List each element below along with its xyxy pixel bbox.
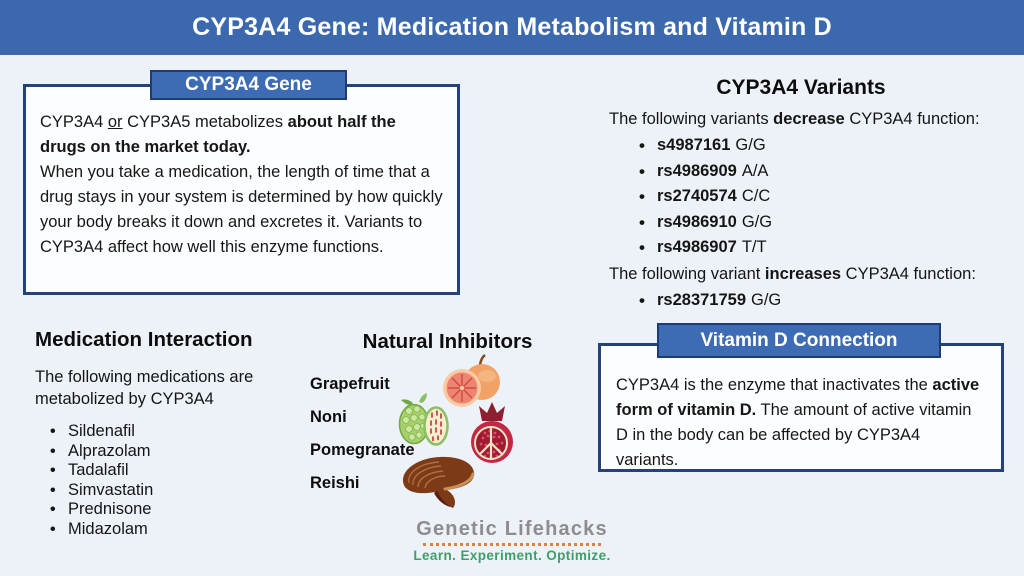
- variant-id: rs4986909: [657, 161, 737, 180]
- variant-id: rs4986910: [657, 212, 737, 231]
- gene-paragraph-1: CYP3A4 or CYP3A5 metabolizes about half …: [40, 110, 444, 160]
- noni-icon: [398, 393, 449, 446]
- variant-genotype: C/C: [741, 187, 771, 205]
- gene-text-or: or: [107, 113, 123, 131]
- increase-suffix: CYP3A4 function:: [841, 264, 976, 283]
- decrease-suffix: CYP3A4 function:: [844, 110, 980, 128]
- vitamin-d-box-tab: Vitamin D Connection: [657, 323, 941, 358]
- inhibitor-fruit-illustrations: [398, 354, 513, 508]
- logo-dotted-divider: [423, 543, 601, 546]
- medication-section: Medication Interaction The following med…: [35, 328, 327, 539]
- title-banner: CYP3A4 Gene: Medication Metabolism and V…: [0, 0, 1024, 55]
- increase-prefix: The following variant: [609, 264, 765, 283]
- vitd-text-a: CYP3A4 is the enzyme that inactivates th…: [616, 376, 933, 394]
- gene-paragraph-2: When you take a medication, the length o…: [40, 163, 443, 256]
- variant-genotype: A/A: [741, 161, 769, 180]
- variant-genotype: G/G: [751, 290, 782, 309]
- variant-id: s4987161: [657, 136, 731, 154]
- grapefruit-icon: [443, 354, 500, 407]
- variant-genotype: G/G: [741, 212, 773, 231]
- medication-heading: Medication Interaction: [35, 328, 253, 351]
- genetic-lifehacks-logo: Genetic Lifehacks Learn. Experiment. Opt…: [390, 518, 634, 563]
- variant-id: rs28371759: [657, 290, 747, 309]
- list-item: Tadalafil: [35, 461, 327, 481]
- medication-list: Sildenafil Alprazolam Tadalafil Simvasta…: [35, 422, 327, 539]
- variant-id: rs4986907: [657, 238, 737, 256]
- gene-text-bold: about half the drugs on the market today…: [40, 113, 396, 156]
- medication-intro: The following medications are metabolize…: [35, 368, 254, 408]
- vitd-text-b: The amount of active vitamin D in the bo…: [616, 401, 972, 469]
- decrease-prefix: The following variants: [609, 110, 774, 128]
- vitd-text-bold: active form of vitamin D.: [616, 376, 980, 419]
- list-item: Sildenafil: [35, 422, 327, 442]
- inhibitor-label-grapefruit: Grapefruit: [310, 375, 390, 393]
- list-item: Simvastatin: [35, 481, 327, 501]
- variants-decrease-intro: The following variants decrease CYP3A4 f…: [595, 107, 1007, 131]
- page-title: CYP3A4 Gene: Medication Metabolism and V…: [192, 13, 832, 41]
- gene-box-tab-label: CYP3A4 Gene: [185, 74, 312, 95]
- gene-box: CYP3A4 or CYP3A5 metabolizes about half …: [23, 84, 460, 295]
- increase-word: increases: [764, 264, 842, 283]
- logo-name: Genetic Lifehacks: [416, 518, 608, 540]
- pomegranate-icon: [471, 402, 513, 463]
- inhibitor-label-reishi: Reishi: [310, 474, 360, 492]
- inhibitor-label-pomegranate: Pomegranate: [310, 441, 415, 459]
- logo-tagline: Learn. Experiment. Optimize.: [413, 548, 611, 563]
- list-item: Midazolam: [35, 520, 327, 540]
- gene-text-b: CYP3A5 metabolizes: [122, 113, 288, 131]
- reishi-icon: [403, 456, 475, 508]
- variant-genotype: T/T: [741, 238, 767, 256]
- list-item: Alprazolam: [35, 442, 327, 462]
- vitamin-d-paragraph: CYP3A4 is the enzyme that inactivates th…: [616, 373, 986, 473]
- variants-section: CYP3A4 Variants The following variants d…: [595, 76, 1007, 314]
- vitamin-d-box-tab-label: Vitamin D Connection: [700, 330, 898, 351]
- list-item: Prednisone: [35, 500, 327, 520]
- variants-heading: CYP3A4 Variants: [716, 76, 886, 99]
- inhibitor-label-noni: Noni: [310, 408, 347, 426]
- variant-genotype: G/G: [735, 136, 766, 154]
- variant-id: rs2740574: [657, 187, 737, 205]
- gene-box-tab: CYP3A4 Gene: [150, 70, 347, 100]
- inhibitors-heading: Natural Inhibitors: [362, 330, 533, 353]
- gene-text-a: CYP3A4: [40, 113, 108, 131]
- variants-increase-intro: The following variant increases CYP3A4 f…: [595, 262, 1007, 286]
- vitamin-d-box: CYP3A4 is the enzyme that inactivates th…: [598, 343, 1004, 472]
- decrease-word: decrease: [773, 110, 845, 128]
